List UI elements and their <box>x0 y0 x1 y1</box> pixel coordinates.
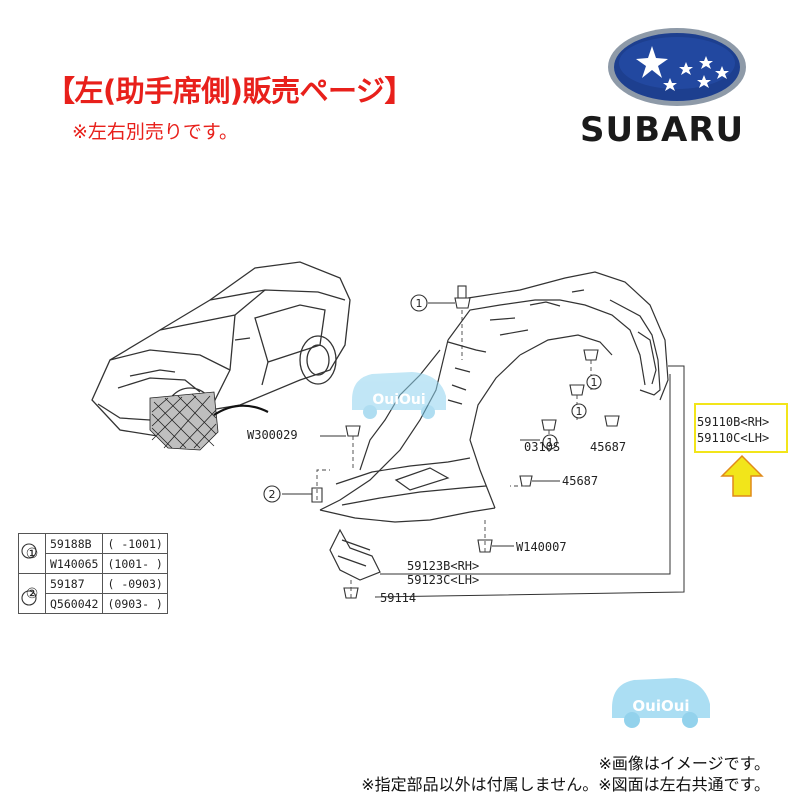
clip-fasteners <box>311 285 620 599</box>
table-part-cell: Q560042 <box>44 593 104 614</box>
label-w140007: W140007 <box>516 540 567 554</box>
highlight-arrow-icon <box>720 454 764 497</box>
page-subtitle: ※左右別売りです。 <box>72 121 239 143</box>
table-row: Q560042 (0903- ) <box>19 593 168 614</box>
parts-note: ※指定部品以外は付属しません。※図面は左右共通です。 <box>361 775 770 794</box>
brand-wordmark: SUBARU <box>580 110 745 150</box>
label-59123c-lh: 59123C<LH> <box>407 573 480 587</box>
liner-hatch <box>149 391 219 451</box>
table-row: ① 59188B ( -1001) <box>18 533 168 574</box>
label-45687-lower: 45687 <box>562 474 599 488</box>
watermark-icon <box>352 372 446 419</box>
callout-1-d: 1 <box>547 436 554 449</box>
table-group-cell: ① <box>18 533 46 574</box>
label-w300029: W300029 <box>247 428 298 442</box>
watermark-icon <box>612 678 710 728</box>
label-59123b-rh: 59123B<RH> <box>407 559 480 573</box>
watermark-text: OuiOui <box>372 392 425 408</box>
label-59110b-rh: 59110B<RH> <box>697 415 770 429</box>
table-row: W140065 (1001- ) <box>19 553 168 574</box>
image-note: ※画像はイメージです。 <box>598 754 771 773</box>
car-illustration <box>91 261 351 449</box>
table-part-cell: 59187 <box>44 573 104 594</box>
label-59114: 59114 <box>380 591 417 605</box>
callout-1-a: 1 <box>416 297 423 310</box>
table-range-cell: ( -0903) <box>102 573 168 594</box>
table-part-cell: 59188B <box>44 533 104 554</box>
table-range-cell: ( -1001) <box>102 533 168 554</box>
page-title: 【左(助手席側)販売ページ】 <box>46 74 413 108</box>
table-group-cell: ② <box>18 573 46 614</box>
callout-1-b: 1 <box>591 376 598 389</box>
reference-table: ① 59188B ( -1001) W140065 (1001- ) ② 591… <box>18 533 168 614</box>
table-range-cell: (0903- ) <box>102 593 168 614</box>
label-45687-upper: 45687 <box>590 440 627 454</box>
watermark-text: OuiOui <box>632 697 689 715</box>
table-part-cell: W140065 <box>44 553 104 574</box>
table-range-cell: (1001- ) <box>102 553 168 574</box>
label-59110c-lh: 59110C<LH> <box>697 431 770 445</box>
target-part-highlight <box>694 403 788 453</box>
callout-1-c: 1 <box>576 405 583 418</box>
subaru-logo-icon <box>608 28 746 106</box>
callout-2-a: 2 <box>269 488 276 501</box>
label-0310s: 0310S <box>524 440 561 454</box>
table-row: ② 59187 ( -0903) <box>18 573 168 614</box>
